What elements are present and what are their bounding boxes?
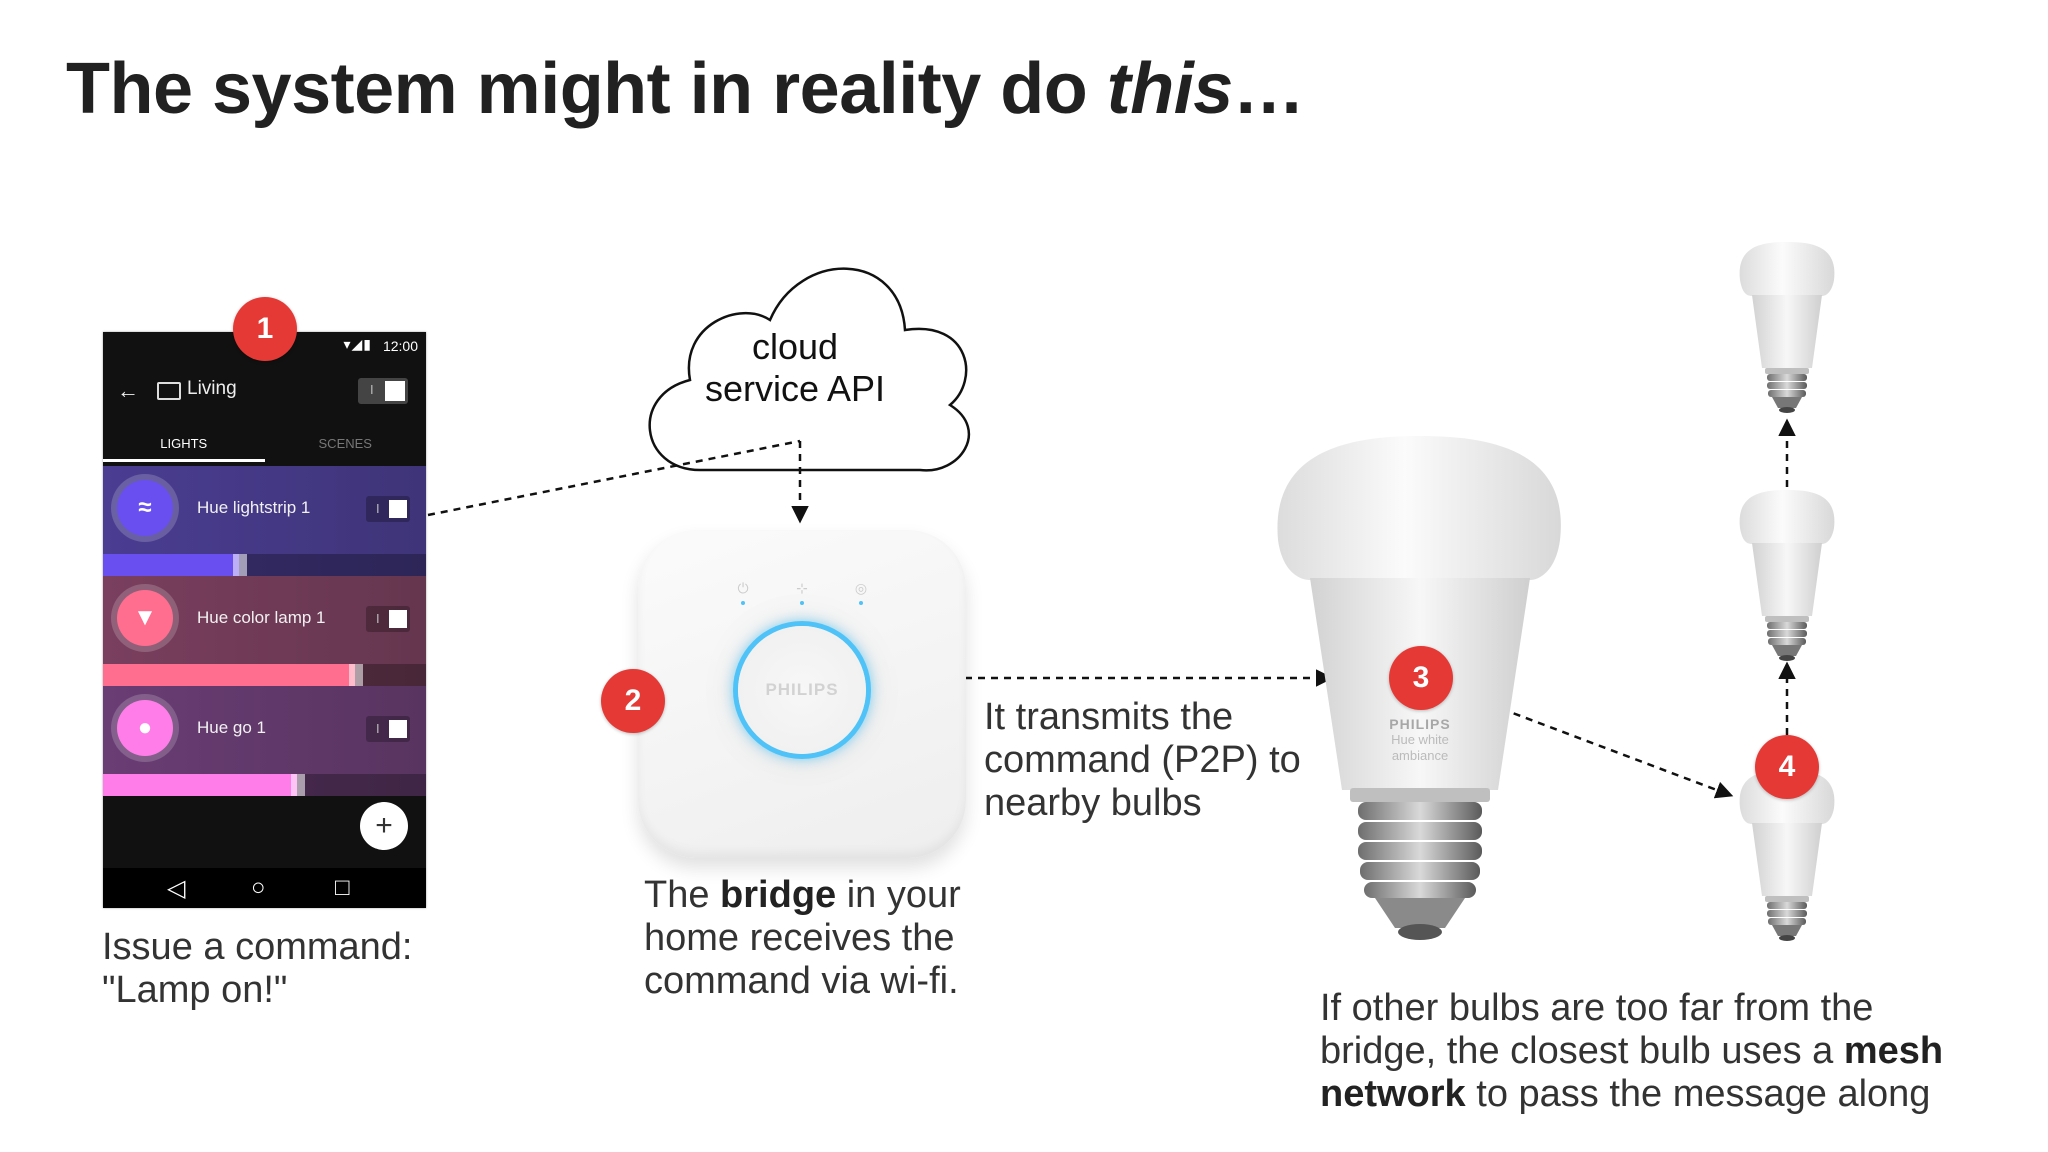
brightness-fill — [103, 774, 297, 796]
caption-step-2: The bridge in your home receives the com… — [644, 874, 961, 1002]
status-bar: ▾◢▮ 12:00 — [103, 332, 426, 360]
tab-bar: LIGHTS SCENES — [103, 424, 426, 462]
back-arrow-icon[interactable]: ← — [117, 378, 139, 403]
brightness-slider[interactable] — [103, 554, 426, 576]
light-name: Hue color lamp 1 — [197, 608, 326, 627]
small-bulb — [1739, 242, 1835, 413]
tab-lights[interactable]: LIGHTS — [160, 436, 208, 451]
nav-recents-icon[interactable]: □ — [335, 874, 350, 901]
room-toggle[interactable]: I — [358, 378, 408, 404]
brightness-slider[interactable] — [103, 664, 426, 686]
bridge-button: PHILIPS — [738, 626, 866, 754]
hue-bridge: ⏻ ⊹ ◎ PHILIPS — [638, 530, 966, 858]
power-led-icon: ⏻ — [728, 580, 758, 605]
step-badge-1: 1 — [233, 297, 297, 361]
brightness-handle[interactable] — [232, 554, 247, 576]
caption-step-4: If other bulbs are too far from the brid… — [1320, 987, 1944, 1115]
bulb-to-mesh-arrow — [1464, 693, 1734, 799]
go-icon[interactable]: ● — [117, 700, 173, 756]
signal-icon: ▾◢▮ — [343, 336, 372, 352]
brightness-handle[interactable] — [290, 774, 305, 796]
light-name: Hue lightstrip 1 — [197, 498, 311, 517]
brightness-fill — [103, 664, 355, 686]
light-row[interactable]: ≈ Hue lightstrip 1 I — [103, 466, 426, 576]
lightstrip-icon[interactable]: ≈ — [117, 480, 173, 536]
network-led-icon: ⊹ — [787, 580, 817, 605]
light-toggle[interactable]: I — [366, 496, 410, 522]
room-title: Living — [187, 378, 237, 399]
tab-indicator — [103, 459, 265, 462]
app-bar: ← Living I — [103, 362, 426, 422]
caption-step-1: Issue a command: "Lamp on!" — [102, 926, 413, 1011]
add-button[interactable]: + — [360, 802, 408, 850]
step-badge-3: 3 — [1389, 646, 1453, 710]
step-badge-2: 2 — [601, 669, 665, 733]
phone-to-cloud-line — [427, 439, 801, 517]
cloud-shape — [648, 267, 971, 472]
title-emphasis: this — [1106, 49, 1234, 129]
light-row[interactable]: ▼ Hue color lamp 1 I — [103, 576, 426, 686]
lamp-icon[interactable]: ▼ — [117, 590, 173, 646]
brightness-slider[interactable] — [103, 774, 426, 796]
caption-step-3: It transmits the command (P2P) to nearby… — [984, 696, 1301, 824]
room-icon — [157, 382, 181, 400]
small-bulb — [1739, 490, 1835, 661]
slide-title: The system might in reality do this… — [66, 49, 1305, 129]
phone-screen: ▾◢▮ 12:00 ← Living I LIGHTS SCENES ≈ Hue … — [103, 332, 426, 908]
light-toggle[interactable]: I — [366, 716, 410, 742]
nav-home-icon[interactable]: ○ — [251, 874, 266, 901]
bulb-label: PHILIPS Hue white ambiance — [1389, 716, 1451, 763]
android-nav-bar: ◁ ○ □ — [103, 868, 426, 908]
step-badge-4: 4 — [1755, 735, 1819, 799]
light-toggle[interactable]: I — [366, 606, 410, 632]
brightness-fill — [103, 554, 239, 576]
nav-back-icon[interactable]: ◁ — [167, 875, 186, 902]
internet-led-icon: ◎ — [846, 580, 876, 605]
bridge-logo: PHILIPS — [765, 680, 839, 699]
cloud-label: cloud service API — [704, 326, 886, 409]
brightness-handle[interactable] — [348, 664, 363, 686]
status-time: 12:00 — [382, 338, 418, 354]
tab-scenes[interactable]: SCENES — [318, 436, 372, 451]
light-row[interactable]: ● Hue go 1 I — [103, 686, 426, 796]
light-name: Hue go 1 — [197, 718, 266, 737]
